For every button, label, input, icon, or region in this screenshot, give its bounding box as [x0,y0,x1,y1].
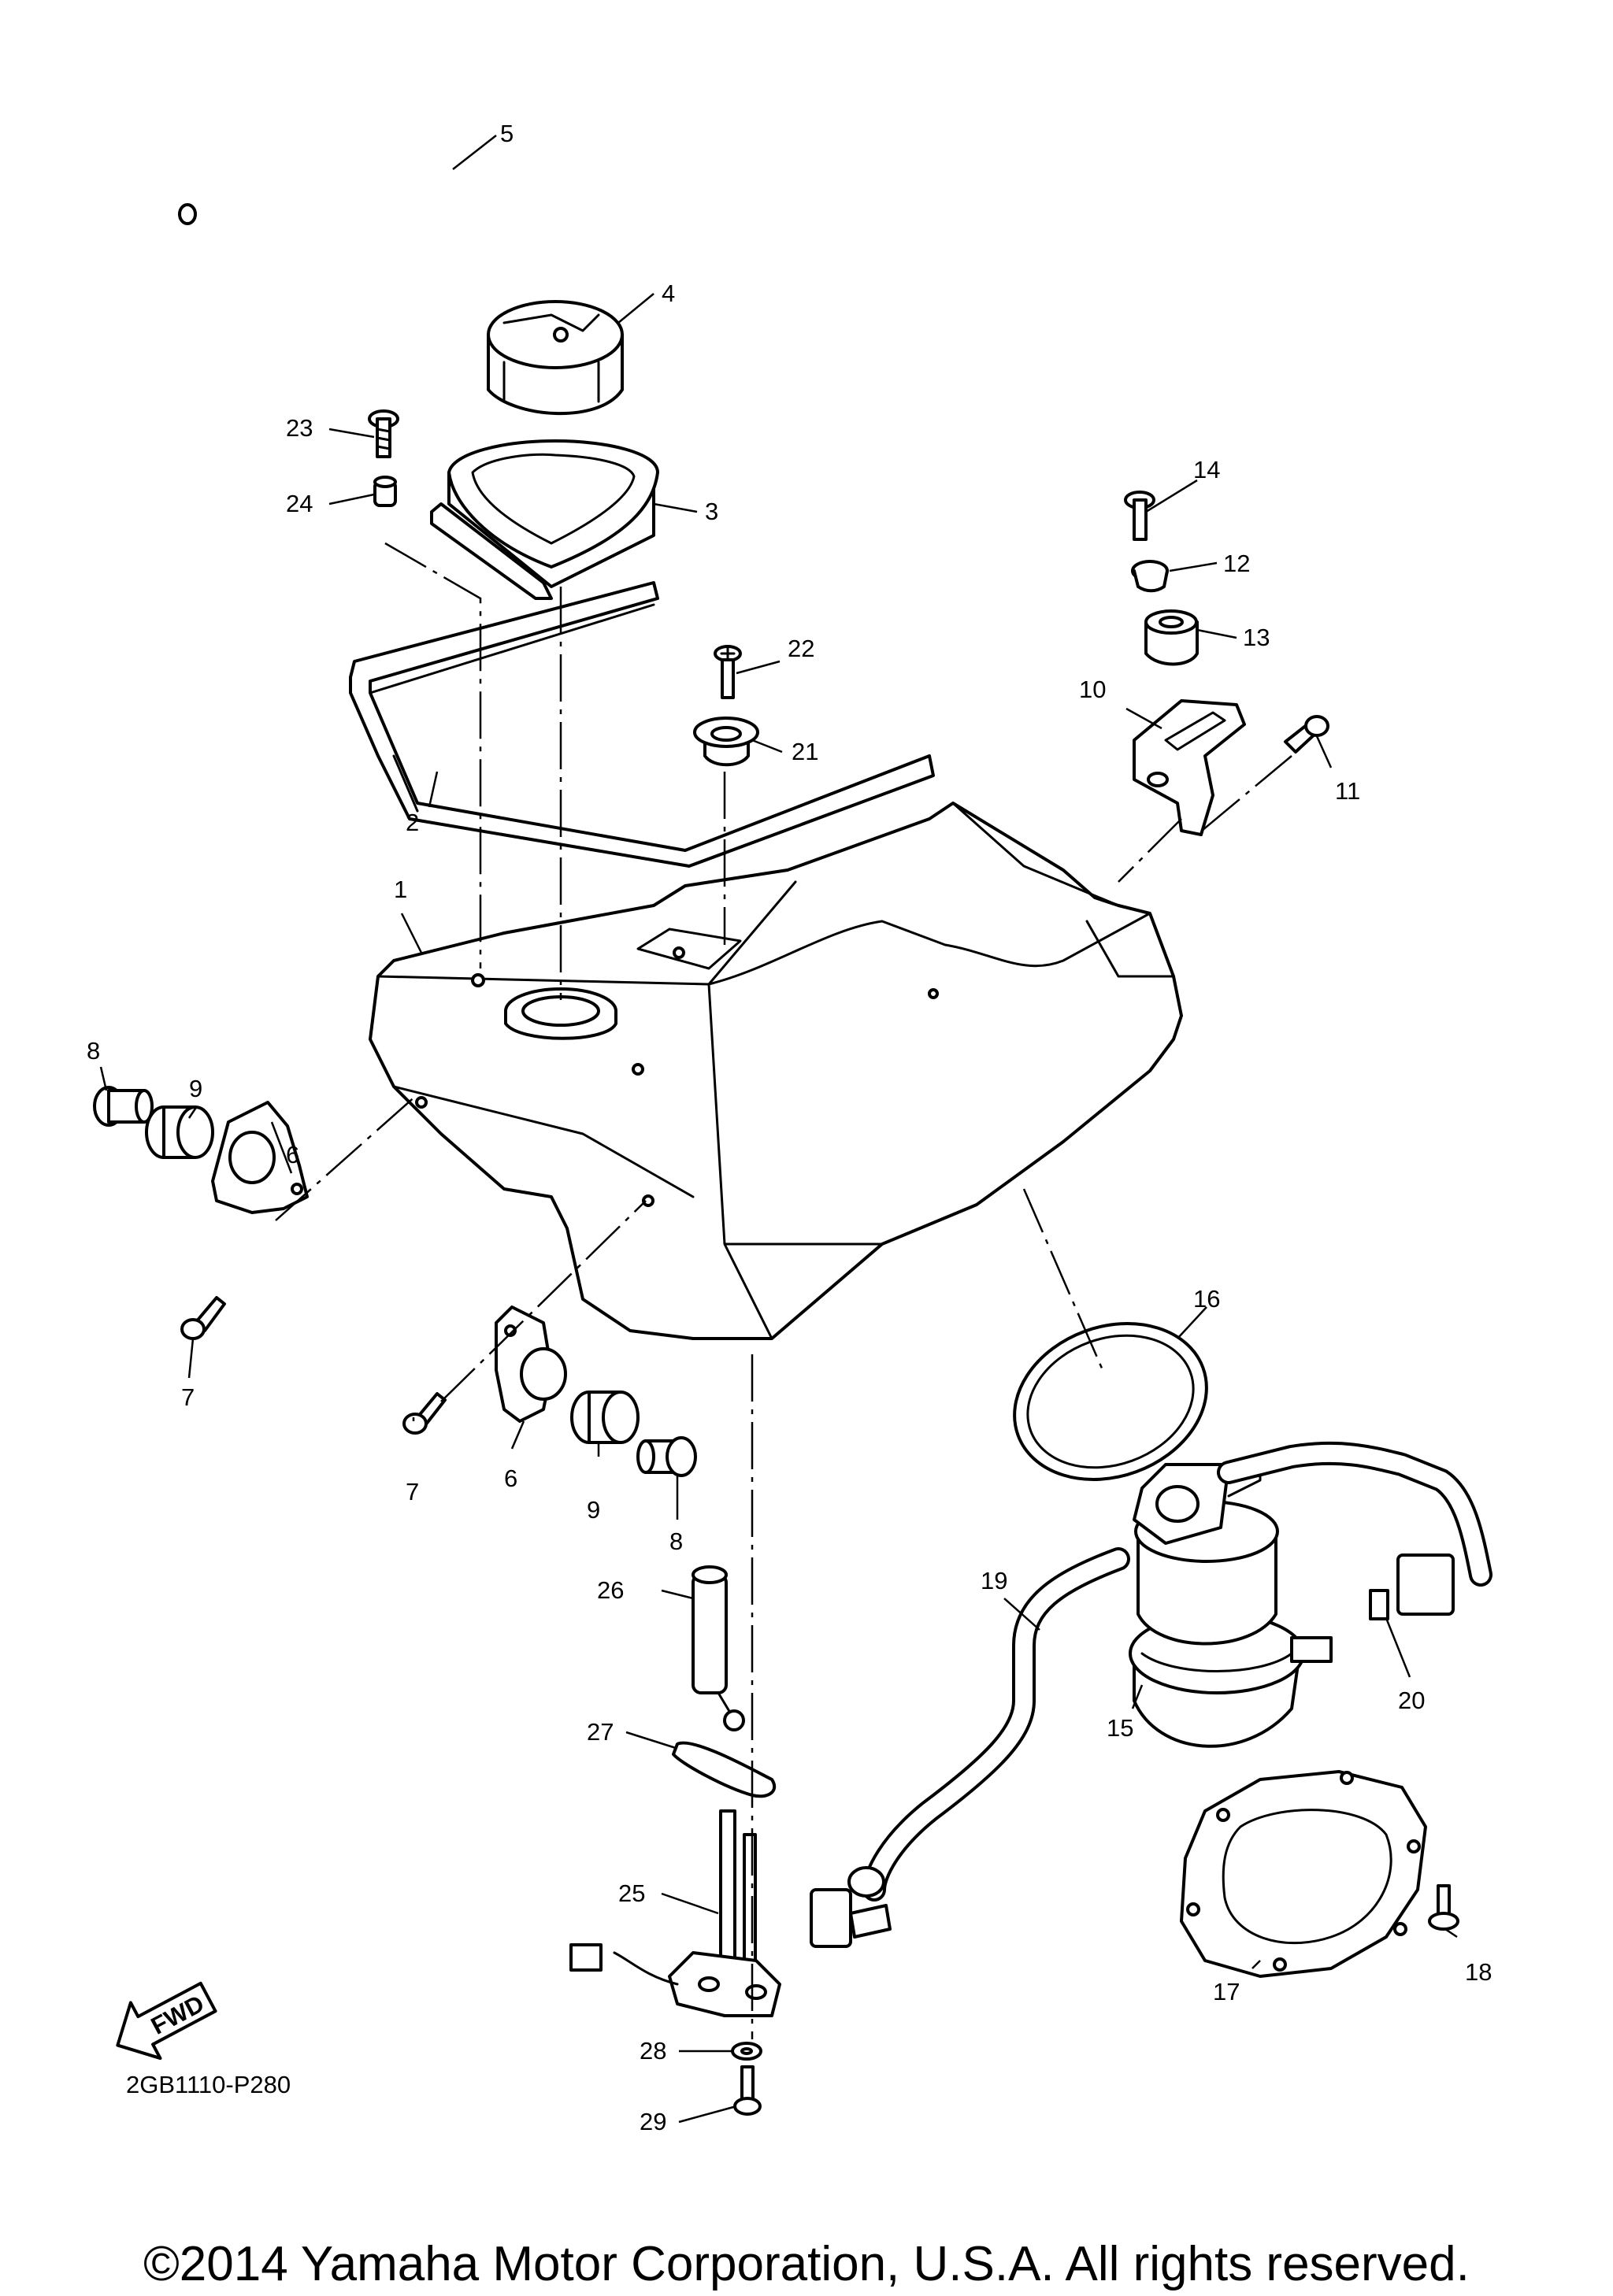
damper-21 [693,717,759,767]
collar-8-left [93,1086,154,1127]
callout-13: 13 [1243,624,1270,651]
callout-1: 1 [394,876,407,903]
callout-24: 24 [286,490,313,517]
bolt-7-right [402,1392,447,1435]
callout-15: 15 [1107,1714,1133,1742]
callout-6-right: 6 [504,1465,517,1492]
callout-numbers: 1 2 3 4 5 6 6 7 7 8 8 9 9 10 11 12 13 14… [87,120,1492,2135]
callout-28: 28 [640,2037,666,2065]
callout-10: 10 [1079,676,1106,703]
diagram-code: 2GB1110-P280 [126,2071,291,2098]
callout-19: 19 [981,1567,1007,1594]
callout-14: 14 [1193,456,1220,483]
fwd-arrow: FWD [116,1981,217,2061]
callout-22: 22 [788,635,814,662]
callout-2: 2 [406,809,419,836]
fuel-tank [369,802,1183,1340]
bolt-11 [1284,715,1329,754]
washer-12 [1131,560,1169,593]
callout-5: 5 [500,120,514,147]
grommet-9-left [145,1105,214,1159]
grommet-13 [1144,609,1199,666]
bracket-6-left [211,1101,309,1214]
bracket-6-right [495,1305,567,1423]
bolt-14 [1124,491,1155,541]
callout-9-left: 9 [189,1075,202,1102]
callout-18: 18 [1465,1958,1492,1986]
fuel-pump-assembly [1129,1441,1492,1748]
cap-surround [430,439,659,600]
callout-8-right: 8 [669,1528,683,1555]
seal-strip [349,581,935,868]
collar-24 [373,476,397,507]
assembly-centerlines [275,542,1292,2039]
callout-6-left: 6 [286,1141,299,1168]
screw-29 [733,2065,762,2116]
bracket-10 [1133,699,1246,836]
leader-lines [99,135,1458,2124]
fuel-hose-19 [810,1547,1130,1948]
grommet-9-right [570,1391,640,1444]
sender-26 [692,1565,745,1731]
bolt-7-left [180,1296,226,1340]
gasket-27 [672,1741,777,1798]
callout-23: 23 [286,414,313,442]
bolt-18 [1428,1884,1459,1931]
callout-4: 4 [662,280,675,307]
copyright-notice: ©2014 Yamaha Motor Corporation, U.S.A. A… [143,2237,1470,2291]
collar-8-right [636,1436,697,1477]
fuel-cap [487,300,624,416]
screw-22 [714,645,742,699]
callout-11: 11 [1335,777,1360,805]
vent-hose [178,102,574,285]
callout-20: 20 [1398,1687,1425,1714]
callout-8-left: 8 [87,1037,100,1065]
callout-16: 16 [1193,1285,1220,1313]
callout-21: 21 [792,738,818,765]
callout-7-left: 7 [181,1383,195,1411]
bolt-23 [368,409,399,458]
sender-unit-25 [569,1809,781,2017]
callout-26: 26 [597,1576,624,1604]
callout-12: 12 [1223,550,1250,577]
callout-25: 25 [618,1879,645,1907]
callout-29: 29 [640,2108,666,2135]
callout-27: 27 [587,1718,614,1746]
callout-17: 17 [1213,1978,1240,2005]
callout-7-right: 7 [406,1478,419,1505]
ring-seal-16 [1013,1322,1208,1481]
callout-9-right: 9 [587,1496,600,1524]
gasket-17 [1180,1770,1427,1978]
callout-3: 3 [705,498,718,525]
washer-28 [731,2042,762,2061]
